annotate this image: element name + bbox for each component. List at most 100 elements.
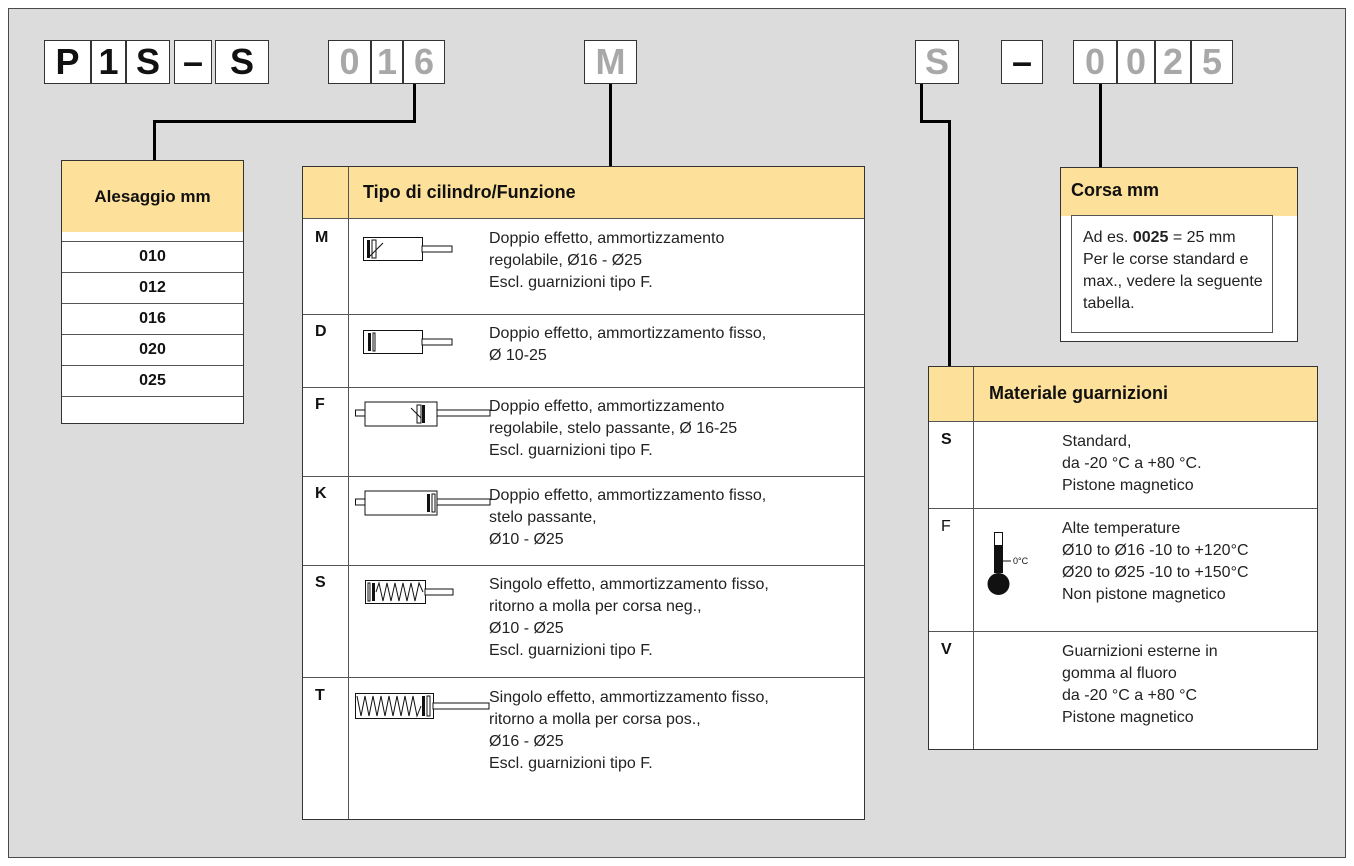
stroke-digit-3: 2 (1155, 40, 1191, 84)
bore-value-010: 010 (62, 241, 243, 272)
seal-table-header-text: Materiale guarnizioni (989, 383, 1169, 403)
type-desc-t-1: Singolo effetto, ammortizzamento fisso, (489, 689, 769, 706)
seal-desc-f-3: Ø20 to Ø25 -10 to +150°C (1062, 564, 1249, 581)
code-dash-box: – (1001, 40, 1043, 84)
stroke-table-header-text: Corsa mm (1071, 180, 1160, 200)
bore-digit-3: 6 (403, 40, 445, 84)
type-desc-s-4: Escl. guarnizioni tipo F. (489, 642, 653, 659)
seal-letter-s: S (941, 431, 952, 448)
type-desc-t-4: Escl. guarnizioni tipo F. (489, 755, 653, 772)
type-desc-s-1: Singolo effetto, ammortizzamento fisso, (489, 576, 769, 593)
bore-connector-h (153, 120, 416, 123)
bore-value-020: 020 (62, 334, 243, 365)
seal-table-header (929, 367, 1317, 421)
type-table-col-divider (348, 167, 349, 819)
type-letter-k: K (315, 485, 327, 502)
row-divider (303, 677, 864, 678)
type-letter-t: T (315, 687, 325, 704)
code-char-dash: – (174, 40, 212, 84)
row-divider (303, 218, 864, 219)
row-divider (303, 476, 864, 477)
seal-desc-v-3: da -20 °C a +80 °C (1062, 687, 1198, 704)
stroke-digit-1: 0 (1073, 40, 1117, 84)
stroke-table: Corsa mm Ad es. 0025 = 25 mm Per le cors… (1060, 167, 1298, 342)
seal-desc-v-2: gomma al fluoro (1062, 665, 1177, 682)
seal-connector-v2 (948, 120, 951, 366)
code-char-s: S (126, 40, 170, 84)
type-desc-d-1: Doppio effetto, ammortizzamento fisso, (489, 325, 767, 342)
type-letter-d: D (315, 323, 327, 340)
type-desc-s-3: Ø10 - Ø25 (489, 620, 564, 637)
type-desc-m-3: Escl. guarnizioni tipo F. (489, 274, 653, 291)
cylinder-through-rod-fixed-icon (355, 490, 491, 516)
bore-digit-1: 0 (328, 40, 371, 84)
bore-value-025: 025 (62, 365, 243, 396)
type-code-box: M (584, 40, 637, 84)
type-desc-f-3: Escl. guarnizioni tipo F. (489, 442, 653, 459)
cylinder-spring-return-icon (365, 580, 454, 604)
cylinder-through-rod-adjustable-icon (355, 401, 491, 427)
seal-connector-v1 (920, 84, 923, 123)
type-desc-f-1: Doppio effetto, ammortizzamento (489, 398, 725, 415)
code-char-s2: S (215, 40, 269, 84)
code-char-1: 1 (91, 40, 126, 84)
stroke-connector (1099, 84, 1102, 167)
stroke-example-suffix: = 25 mm (1168, 229, 1236, 246)
type-table: Tipo di cilindro/Funzione M Doppio effet… (302, 166, 865, 820)
row-divider (303, 565, 864, 566)
bore-table-divider (62, 396, 243, 397)
type-letter-f: F (315, 396, 325, 413)
cylinder-spring-extend-icon (355, 693, 490, 719)
type-desc-m-1: Doppio effetto, ammortizzamento (489, 230, 725, 247)
stroke-digit-4: 5 (1191, 40, 1233, 84)
stroke-example: Ad es. 0025 = 25 mm (1083, 227, 1236, 249)
type-desc-f-2: regolabile, stelo passante, Ø 16-25 (489, 420, 738, 437)
type-desc-s-2: ritorno a molla per corsa neg., (489, 598, 702, 615)
type-desc-t-3: Ø16 - Ø25 (489, 733, 564, 750)
type-desc-t-2: ritorno a molla per corsa pos., (489, 711, 701, 728)
stroke-example-code: 0025 (1132, 229, 1169, 246)
seal-desc-s-1: Standard, (1062, 433, 1132, 450)
seal-connector-h (920, 120, 951, 123)
row-divider (929, 508, 1317, 509)
row-divider (303, 387, 864, 388)
thermometer-icon (987, 532, 1011, 595)
stroke-note-1: Per le corse standard e (1083, 251, 1249, 268)
stroke-digit-2: 0 (1117, 40, 1155, 84)
bore-value-016: 016 (62, 303, 243, 334)
bore-connector-v2 (153, 120, 156, 160)
type-letter-s: S (315, 574, 326, 591)
row-divider (303, 314, 864, 315)
bore-connector-v1 (413, 84, 416, 123)
seal-letter-v: V (941, 641, 952, 658)
type-connector (609, 84, 612, 166)
type-desc-k-1: Doppio effetto, ammortizzamento fisso, (489, 487, 767, 504)
bore-table-header-text: Alesaggio mm (94, 187, 211, 206)
seal-desc-s-2: da -20 °C a +80 °C. (1062, 455, 1202, 472)
bore-table-header: Alesaggio mm (62, 161, 243, 232)
type-table-header (303, 167, 864, 218)
cylinder-adjustable-cushion-icon (363, 237, 453, 261)
seal-table-col-divider (973, 367, 974, 749)
bore-table: Alesaggio mm 010 012 016 020 025 (61, 160, 244, 424)
type-desc-k-2: stelo passante, (489, 509, 597, 526)
seal-desc-v-4: Pistone magnetico (1062, 709, 1194, 726)
bore-digit-2: 1 (371, 40, 403, 84)
code-char-p: P (44, 40, 91, 84)
bore-value-012: 012 (62, 272, 243, 303)
stroke-table-note-box: Ad es. 0025 = 25 mm Per le corse standar… (1071, 215, 1273, 333)
row-divider (929, 421, 1317, 422)
seal-desc-s-3: Pistone magnetico (1062, 477, 1194, 494)
type-desc-m-2: regolabile, Ø16 - Ø25 (489, 252, 642, 269)
seal-desc-v-1: Guarnizioni esterne in (1062, 643, 1218, 660)
seal-table: Materiale guarnizioni S Standard, da -20… (928, 366, 1318, 750)
stroke-example-prefix: Ad es. (1083, 229, 1133, 246)
seal-letter-f: F (941, 518, 951, 535)
stroke-note-2: max., vedere la seguente (1083, 273, 1263, 290)
type-desc-k-3: Ø10 - Ø25 (489, 531, 564, 548)
seal-desc-f-2: Ø10 to Ø16 -10 to +120°C (1062, 542, 1249, 559)
type-table-header-text: Tipo di cilindro/Funzione (363, 182, 576, 202)
seal-code-box: S (915, 40, 959, 84)
seal-desc-f-1: Alte temperature (1062, 520, 1181, 537)
type-desc-d-2: Ø 10-25 (489, 347, 547, 364)
